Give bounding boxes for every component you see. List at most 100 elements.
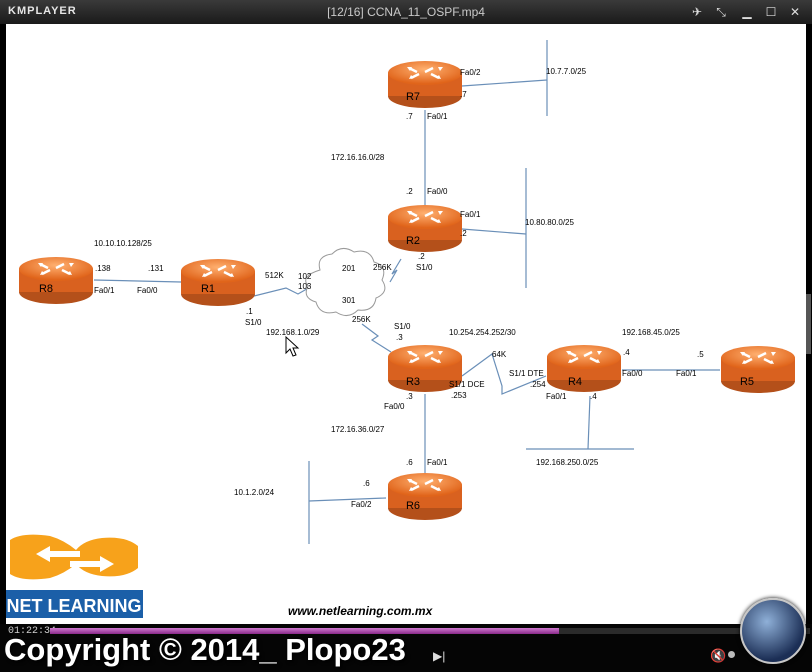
iface-label: .2 <box>406 187 413 196</box>
copyright-watermark: Copyright © 2014_ Plopo23 <box>4 632 406 667</box>
video-area[interactable]: R7 R2 R8 R1 R3 R4 R5 R6 Fa0/2 .7 10.7.7.… <box>6 24 806 624</box>
iface-label: Fa0/1 <box>94 286 115 295</box>
iface-label: 64K <box>492 350 507 359</box>
link-r3-r4 <box>461 353 547 395</box>
router-r7 <box>387 60 463 110</box>
network-label: 10.7.7.0/25 <box>546 67 587 76</box>
network-diagram: R7 R2 R8 R1 R3 R4 R5 R6 Fa0/2 .7 10.7.7.… <box>6 40 796 620</box>
iface-label: .253 <box>451 391 467 400</box>
iface-label: .7 <box>460 90 467 99</box>
router-r8 <box>18 256 94 306</box>
link-r8-r1 <box>93 279 182 283</box>
link-r2-lan <box>461 228 527 235</box>
dlci-label: 301 <box>342 296 356 305</box>
link-cloud-r2 <box>389 258 402 283</box>
iface-label: .2 <box>418 252 425 261</box>
link-r6-lan <box>308 497 387 502</box>
network-label: 192.168.1.0/29 <box>266 328 320 337</box>
iface-label: 256K <box>352 315 371 324</box>
maximize-button[interactable]: ☐ <box>765 5 777 19</box>
scroll-grip[interactable] <box>806 294 811 354</box>
iface-label: Fa0/1 <box>460 210 481 219</box>
iface-label: .2 <box>460 229 467 238</box>
iface-label: S1/1 DCE <box>449 380 485 389</box>
iface-label: Fa0/0 <box>427 187 448 196</box>
iface-label: Fa0/1 <box>427 112 448 121</box>
iface-label: .138 <box>95 264 111 273</box>
seek-bar[interactable] <box>50 628 810 634</box>
router-label: R4 <box>568 376 582 388</box>
minimize-button[interactable]: ▁ <box>742 5 752 19</box>
control-bar: 01:22:34 ▶| 🔇 <box>0 624 812 672</box>
iface-label: Fa0/0 <box>384 402 405 411</box>
router-r2 <box>387 204 463 254</box>
link-r7-lan <box>461 79 548 87</box>
window-title: [12/16] CCNA_11_OSPF.mp4 <box>327 5 485 19</box>
next-icon[interactable]: ▶| <box>433 649 446 663</box>
iface-label: Fa0/0 <box>137 286 158 295</box>
frame-relay-cloud <box>305 248 386 316</box>
iface-label: .4 <box>590 392 597 401</box>
iface-label: .6 <box>406 458 413 467</box>
website-url: www.netlearning.com.mx <box>288 604 434 618</box>
playback-time: 01:22:34 <box>8 626 57 637</box>
router-label: R2 <box>406 235 420 247</box>
network-label: 10.80.80.0/25 <box>525 218 574 227</box>
net-learning-logo: NET LEARNING <box>6 534 143 620</box>
iface-label: S1/0 <box>416 263 433 272</box>
volume-muted-icon[interactable]: 🔇 <box>710 648 727 663</box>
seek-progress <box>50 628 560 634</box>
router-label: R3 <box>406 376 420 388</box>
network-label: 172.16.16.0/28 <box>331 153 385 162</box>
mouse-cursor-icon <box>285 335 300 357</box>
network-label: 192.168.45.0/25 <box>622 328 680 337</box>
iface-label: .5 <box>697 350 704 359</box>
pin-icon[interactable]: ✈ <box>691 5 703 19</box>
router-label: R7 <box>406 91 420 103</box>
iface-label: S1/0 <box>245 318 262 327</box>
link-r1-cloud <box>253 285 313 297</box>
router-label: R8 <box>39 283 53 295</box>
iface-label: .131 <box>148 264 164 273</box>
network-label: 10.10.10.128/25 <box>94 239 152 248</box>
volume-knob[interactable] <box>728 651 735 658</box>
router-r1 <box>180 258 256 308</box>
router-label: R6 <box>406 500 420 512</box>
iface-label: Fa0/1 <box>546 392 567 401</box>
router-label: R1 <box>201 283 215 295</box>
iface-label: Fa0/0 <box>622 369 643 378</box>
link-r4-lan <box>587 395 591 450</box>
close-button[interactable]: ✕ <box>789 5 801 19</box>
network-label: 10.254.254.252/30 <box>449 328 516 337</box>
router-r4 <box>546 344 622 394</box>
iface-label: .254 <box>530 380 546 389</box>
iface-label: Fa0/2 <box>351 500 372 509</box>
iface-label: .6 <box>363 479 370 488</box>
player-emblem <box>740 598 806 664</box>
iface-label: Fa0/1 <box>427 458 448 467</box>
iface-label: .3 <box>406 392 413 401</box>
router-label: R5 <box>740 376 754 388</box>
links <box>93 40 720 544</box>
dlci-label: 103 <box>298 282 312 291</box>
iface-label: .1 <box>246 307 253 316</box>
compact-mode-icon[interactable]: ⤡ <box>716 5 726 19</box>
iface-label: Fa0/1 <box>676 369 697 378</box>
iface-label: .4 <box>623 348 630 357</box>
iface-label: S1/0 <box>394 322 411 331</box>
iface-label: .7 <box>406 112 413 121</box>
app-logo: KMPLAYER <box>8 5 77 17</box>
router-r6 <box>387 472 463 522</box>
title-bar: KMPLAYER [12/16] CCNA_11_OSPF.mp4 ✈ ⤡ ▁ … <box>0 0 812 24</box>
iface-label: Fa0/2 <box>460 68 481 77</box>
iface-label: 512K <box>265 271 284 280</box>
router-r5 <box>720 345 796 395</box>
network-label: 172.16.36.0/27 <box>331 425 385 434</box>
dlci-label: 102 <box>298 272 312 281</box>
network-label: 192.168.250.0/25 <box>536 458 599 467</box>
iface-label: .3 <box>396 333 403 342</box>
link-cloud-r3 <box>361 323 392 353</box>
iface-label: S1/1 DTE <box>509 369 544 378</box>
iface-label: 256K <box>373 263 392 272</box>
logo-text: NET LEARNING <box>7 596 142 616</box>
